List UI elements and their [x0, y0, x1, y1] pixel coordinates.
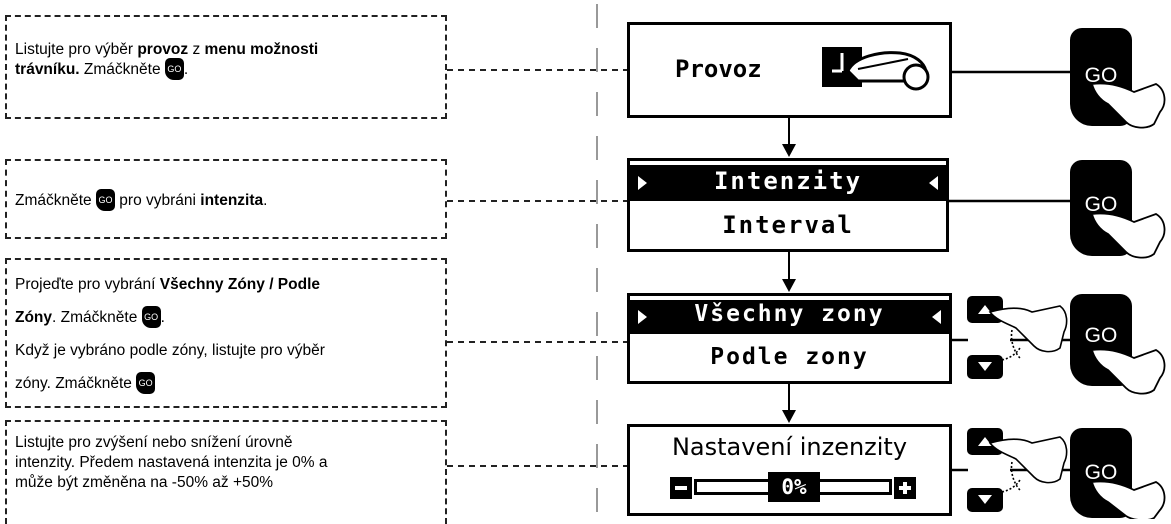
instruction-line: Listujte pro zvýšení nebo snížení úrovně	[15, 433, 327, 453]
minus-icon	[670, 477, 692, 499]
instruction-line: Listujte pro výběr provoz z menu možnost…	[15, 40, 318, 60]
instruction-text: může být změněna na -50% až +50%	[15, 474, 274, 491]
instruction-box-2	[5, 159, 447, 239]
instruction-text: Listujte pro zvýšení nebo snížení úrovně	[15, 434, 293, 451]
selected-row-highlight	[630, 165, 946, 201]
hand-pointer-icon	[1090, 480, 1166, 519]
menu-item: Podle zony	[710, 344, 869, 370]
instruction-text: Zmáčkněte	[79, 61, 165, 78]
instruction-line: Když je vybráno podle zóny, listujte pro…	[15, 334, 325, 367]
instruction-line: trávníku. Zmáčkněte GO.	[15, 57, 318, 80]
instruction-text-2: Zmáčkněte GO pro vybráni intenzita.	[15, 188, 268, 211]
screen-intenzity-menu: Intenzity Interval	[627, 158, 949, 252]
instruction-text: .	[183, 61, 189, 78]
instruction-box-3	[5, 258, 447, 408]
instruction-text: pro vybráni	[114, 192, 201, 209]
intensity-value: 0%	[768, 472, 820, 502]
selection-marker-left-icon	[638, 310, 647, 324]
instruction-line: Projeďte pro vybrání Všechny Zóny / Podl…	[15, 268, 325, 301]
down-key-icon	[967, 488, 1003, 512]
instruction-box-1	[5, 15, 447, 119]
go-button: GO	[1070, 428, 1132, 518]
down-arrow	[782, 384, 796, 423]
instruction-keyword: menu možnosti	[204, 41, 319, 58]
menu-item: Interval	[722, 211, 854, 239]
instruction-keyword: intenzita	[200, 192, 264, 209]
go-key-icon: GO	[95, 188, 115, 211]
instruction-line: Zóny. Zmáčkněte GO.	[15, 301, 325, 334]
selection-marker-right-icon	[929, 176, 938, 190]
hand-pointer-icon	[1090, 82, 1166, 129]
instruction-text: Zmáčkněte	[15, 192, 96, 209]
instruction-text: Projeďte pro vybrání	[15, 276, 160, 293]
instruction-line: může být změněna na -50% až +50%	[15, 473, 327, 493]
hand-pointer-icon	[1090, 348, 1166, 395]
instruction-text-1: Listujte pro výběr provoz z menu možnost…	[15, 40, 318, 80]
down-arrow	[782, 118, 796, 157]
menu-item-selected: Všechny zony	[694, 301, 885, 327]
screen-provoz-label: Provoz	[675, 55, 762, 83]
plus-icon	[894, 477, 916, 499]
go-key-icon: GO	[164, 57, 184, 80]
instruction-text: .	[263, 192, 268, 209]
instruction-text: z	[188, 41, 205, 58]
hand-pointer-icon	[988, 436, 1068, 493]
instruction-text-4: Listujte pro zvýšení nebo snížení úrovně…	[15, 433, 327, 493]
mower-icon	[822, 47, 930, 91]
instruction-box-4	[5, 420, 447, 524]
instruction-text: . Zmáčkněte	[52, 309, 142, 326]
screen-intensity-setting: Nastavení inzenzity 0%	[627, 424, 952, 516]
instruction-text: Když je vybráno podle zóny, listujte pro…	[15, 342, 325, 359]
down-arrow	[782, 252, 796, 292]
instruction-text-3: Projeďte pro vybrání Všechny Zóny / Podl…	[15, 268, 325, 400]
go-key-icon: GO	[136, 371, 156, 394]
selection-marker-left-icon	[638, 176, 647, 190]
instruction-line: zóny. Zmáčkněte GO	[15, 367, 325, 400]
instruction-keyword: Všechny Zóny / Podle	[159, 276, 321, 293]
up-key-icon	[967, 428, 1003, 455]
instruction-text: .	[160, 309, 165, 326]
instruction-text: intenzity. Předem nastavená intenzita je…	[15, 454, 328, 471]
instruction-text: Listujte pro výběr	[15, 41, 138, 58]
go-key-icon: GO	[141, 305, 161, 328]
setting-title: Nastavení inzenzity	[671, 433, 908, 461]
hand-pointer-icon	[1090, 212, 1166, 259]
instruction-keyword: trávníku.	[15, 61, 80, 78]
go-button: GO	[1070, 28, 1132, 126]
selection-marker-right-icon	[932, 310, 941, 324]
menu-item-selected: Intenzity	[713, 167, 863, 195]
screen-zone-menu: Všechny zony Podle zony	[627, 293, 952, 384]
instruction-line: intenzity. Předem nastavená intenzita je…	[15, 453, 327, 473]
instruction-keyword: provoz	[137, 41, 189, 58]
instruction-keyword: Zóny	[15, 309, 53, 326]
screen-provoz: Provoz	[627, 22, 952, 118]
instruction-text: zóny. Zmáčkněte	[15, 375, 137, 392]
selected-row-highlight	[630, 300, 949, 334]
hand-pointer-icon	[988, 305, 1068, 361]
down-key-icon	[967, 355, 1003, 379]
instruction-line: Zmáčkněte GO pro vybráni intenzita.	[15, 188, 268, 211]
